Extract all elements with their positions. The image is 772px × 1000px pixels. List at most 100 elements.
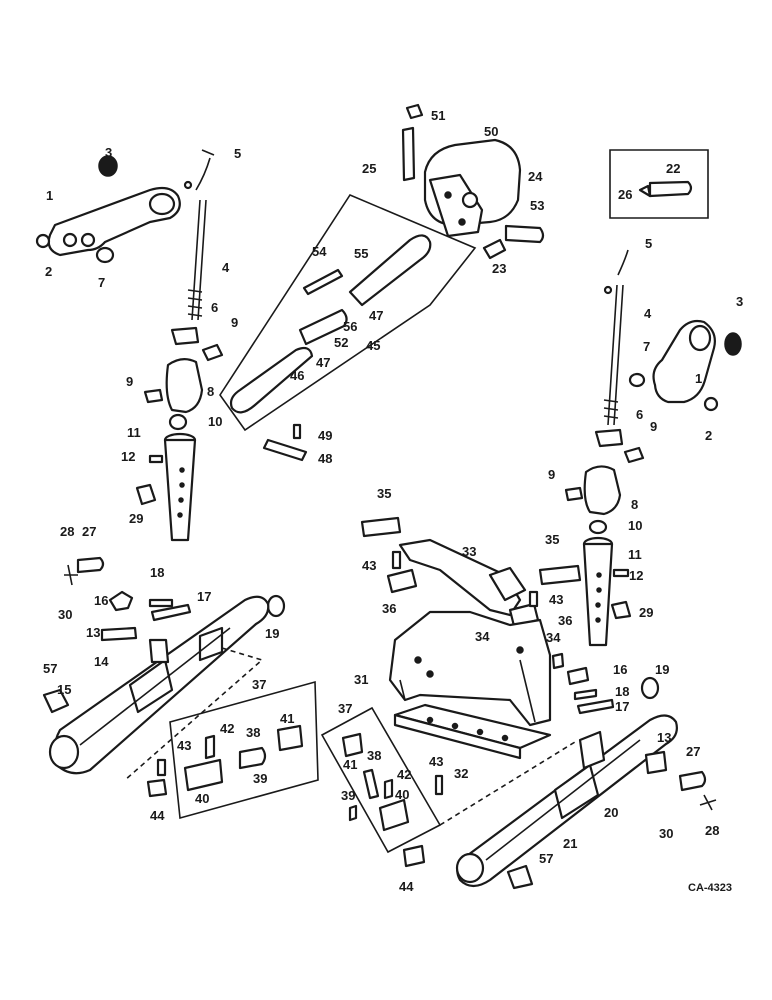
callout-12: 12 [629, 568, 643, 583]
inset-box [609, 149, 709, 219]
callout-10: 10 [208, 414, 222, 429]
center-kit-clevis-40 [378, 798, 410, 832]
callout-23: 23 [492, 261, 506, 276]
drawbar-bolt-34-b [551, 652, 565, 670]
callout-57: 57 [539, 851, 553, 866]
top-link-pin-54 [302, 268, 344, 296]
callout-9: 9 [548, 467, 555, 482]
left-lift-link [163, 432, 197, 542]
callout-19: 19 [655, 662, 669, 677]
drawbar-pin-43-b [528, 590, 539, 608]
callout-6: 6 [636, 407, 643, 422]
callout-28: 28 [60, 524, 74, 539]
top-link-clip-49 [292, 423, 302, 440]
callout-30: 30 [659, 826, 673, 841]
left-adjuster-6 [170, 326, 200, 346]
top-link-tube-52 [298, 308, 348, 346]
left-kit-block-41 [276, 724, 304, 752]
callout-43: 43 [177, 738, 191, 753]
callout-35: 35 [545, 532, 559, 547]
callout-44: 44 [150, 808, 165, 823]
left-chain-17 [150, 603, 192, 622]
callout-55: 55 [354, 246, 368, 261]
top-link-body-55 [348, 234, 432, 307]
callout-52: 52 [334, 335, 348, 350]
callout-29: 29 [639, 605, 653, 620]
right-lower-link [455, 714, 678, 888]
callout-42: 42 [220, 721, 234, 736]
left-bolt-13 [100, 626, 138, 642]
callout-41: 41 [280, 711, 294, 726]
callout-40: 40 [195, 791, 209, 806]
callout-56: 56 [343, 319, 357, 334]
right-clevis-8 [583, 465, 622, 516]
center-kit-pin-38 [362, 768, 380, 800]
callout-11: 11 [628, 547, 642, 562]
callout-36: 36 [382, 601, 396, 616]
callout-2: 2 [705, 428, 712, 443]
callout-1: 1 [46, 188, 53, 203]
left-clevis-8 [165, 358, 204, 414]
drawbar-pin-35-left [360, 516, 402, 538]
center-kit-pin-39 [348, 804, 358, 822]
center-pin-43 [434, 774, 444, 796]
center-shaft-25 [401, 126, 416, 182]
left-pin-43 [156, 758, 167, 777]
callout-26: 26 [618, 187, 632, 202]
callout-42: 42 [397, 767, 411, 782]
callout-29: 29 [129, 511, 143, 526]
figure-code: CA-4323 [688, 882, 732, 894]
right-disc-3 [724, 332, 742, 356]
left-disc-3 [98, 155, 118, 177]
callout-22: 22 [666, 161, 680, 176]
callout-5: 5 [645, 236, 652, 251]
left-fitting-44 [146, 778, 168, 798]
callout-31: 31 [354, 672, 368, 687]
callout-5: 5 [234, 146, 241, 161]
callout-1: 1 [695, 371, 702, 386]
callout-35: 35 [377, 486, 391, 501]
callout-20: 20 [604, 805, 618, 820]
callout-24: 24 [528, 169, 543, 184]
right-clip-28 [699, 794, 717, 811]
right-bushing-7 [628, 372, 646, 388]
callout-3: 3 [105, 145, 112, 160]
callout-19: 19 [265, 626, 279, 641]
center-cap-51 [405, 103, 424, 120]
callout-11: 11 [127, 425, 141, 440]
left-washer-2 [35, 233, 51, 249]
drawbar-support-33 [398, 538, 527, 617]
top-link-pin-48 [262, 438, 308, 462]
callout-2: 2 [45, 264, 52, 279]
callout-3: 3 [736, 294, 743, 309]
left-fitting-9 [201, 343, 224, 362]
callout-17: 17 [197, 589, 211, 604]
center-housing [423, 138, 522, 238]
right-pin-27 [678, 770, 707, 792]
left-kit-leader [124, 647, 264, 781]
callout-27: 27 [686, 744, 700, 759]
right-bolt-9 [564, 486, 584, 502]
callout-54: 54 [312, 244, 327, 259]
right-pin-12 [612, 568, 630, 578]
callout-40: 40 [395, 787, 409, 802]
right-chain-17 [576, 698, 615, 715]
callout-51: 51 [431, 108, 445, 123]
right-nut-10 [588, 519, 608, 535]
left-bolt-29 [135, 483, 157, 506]
right-adjuster-6 [594, 428, 624, 448]
callout-48: 48 [318, 451, 332, 466]
left-pin-12 [148, 454, 164, 464]
drawbar-32 [393, 703, 552, 760]
center-kit-pin-42 [383, 778, 394, 800]
callout-37: 37 [338, 701, 352, 716]
callout-18: 18 [615, 684, 629, 699]
callout-44: 44 [399, 879, 414, 894]
left-pad-57 [42, 688, 70, 714]
callout-16: 16 [613, 662, 627, 677]
callout-13: 13 [86, 625, 100, 640]
right-bolt-29 [610, 600, 632, 620]
right-bolt-13 [644, 750, 668, 775]
callout-21: 21 [563, 836, 577, 851]
